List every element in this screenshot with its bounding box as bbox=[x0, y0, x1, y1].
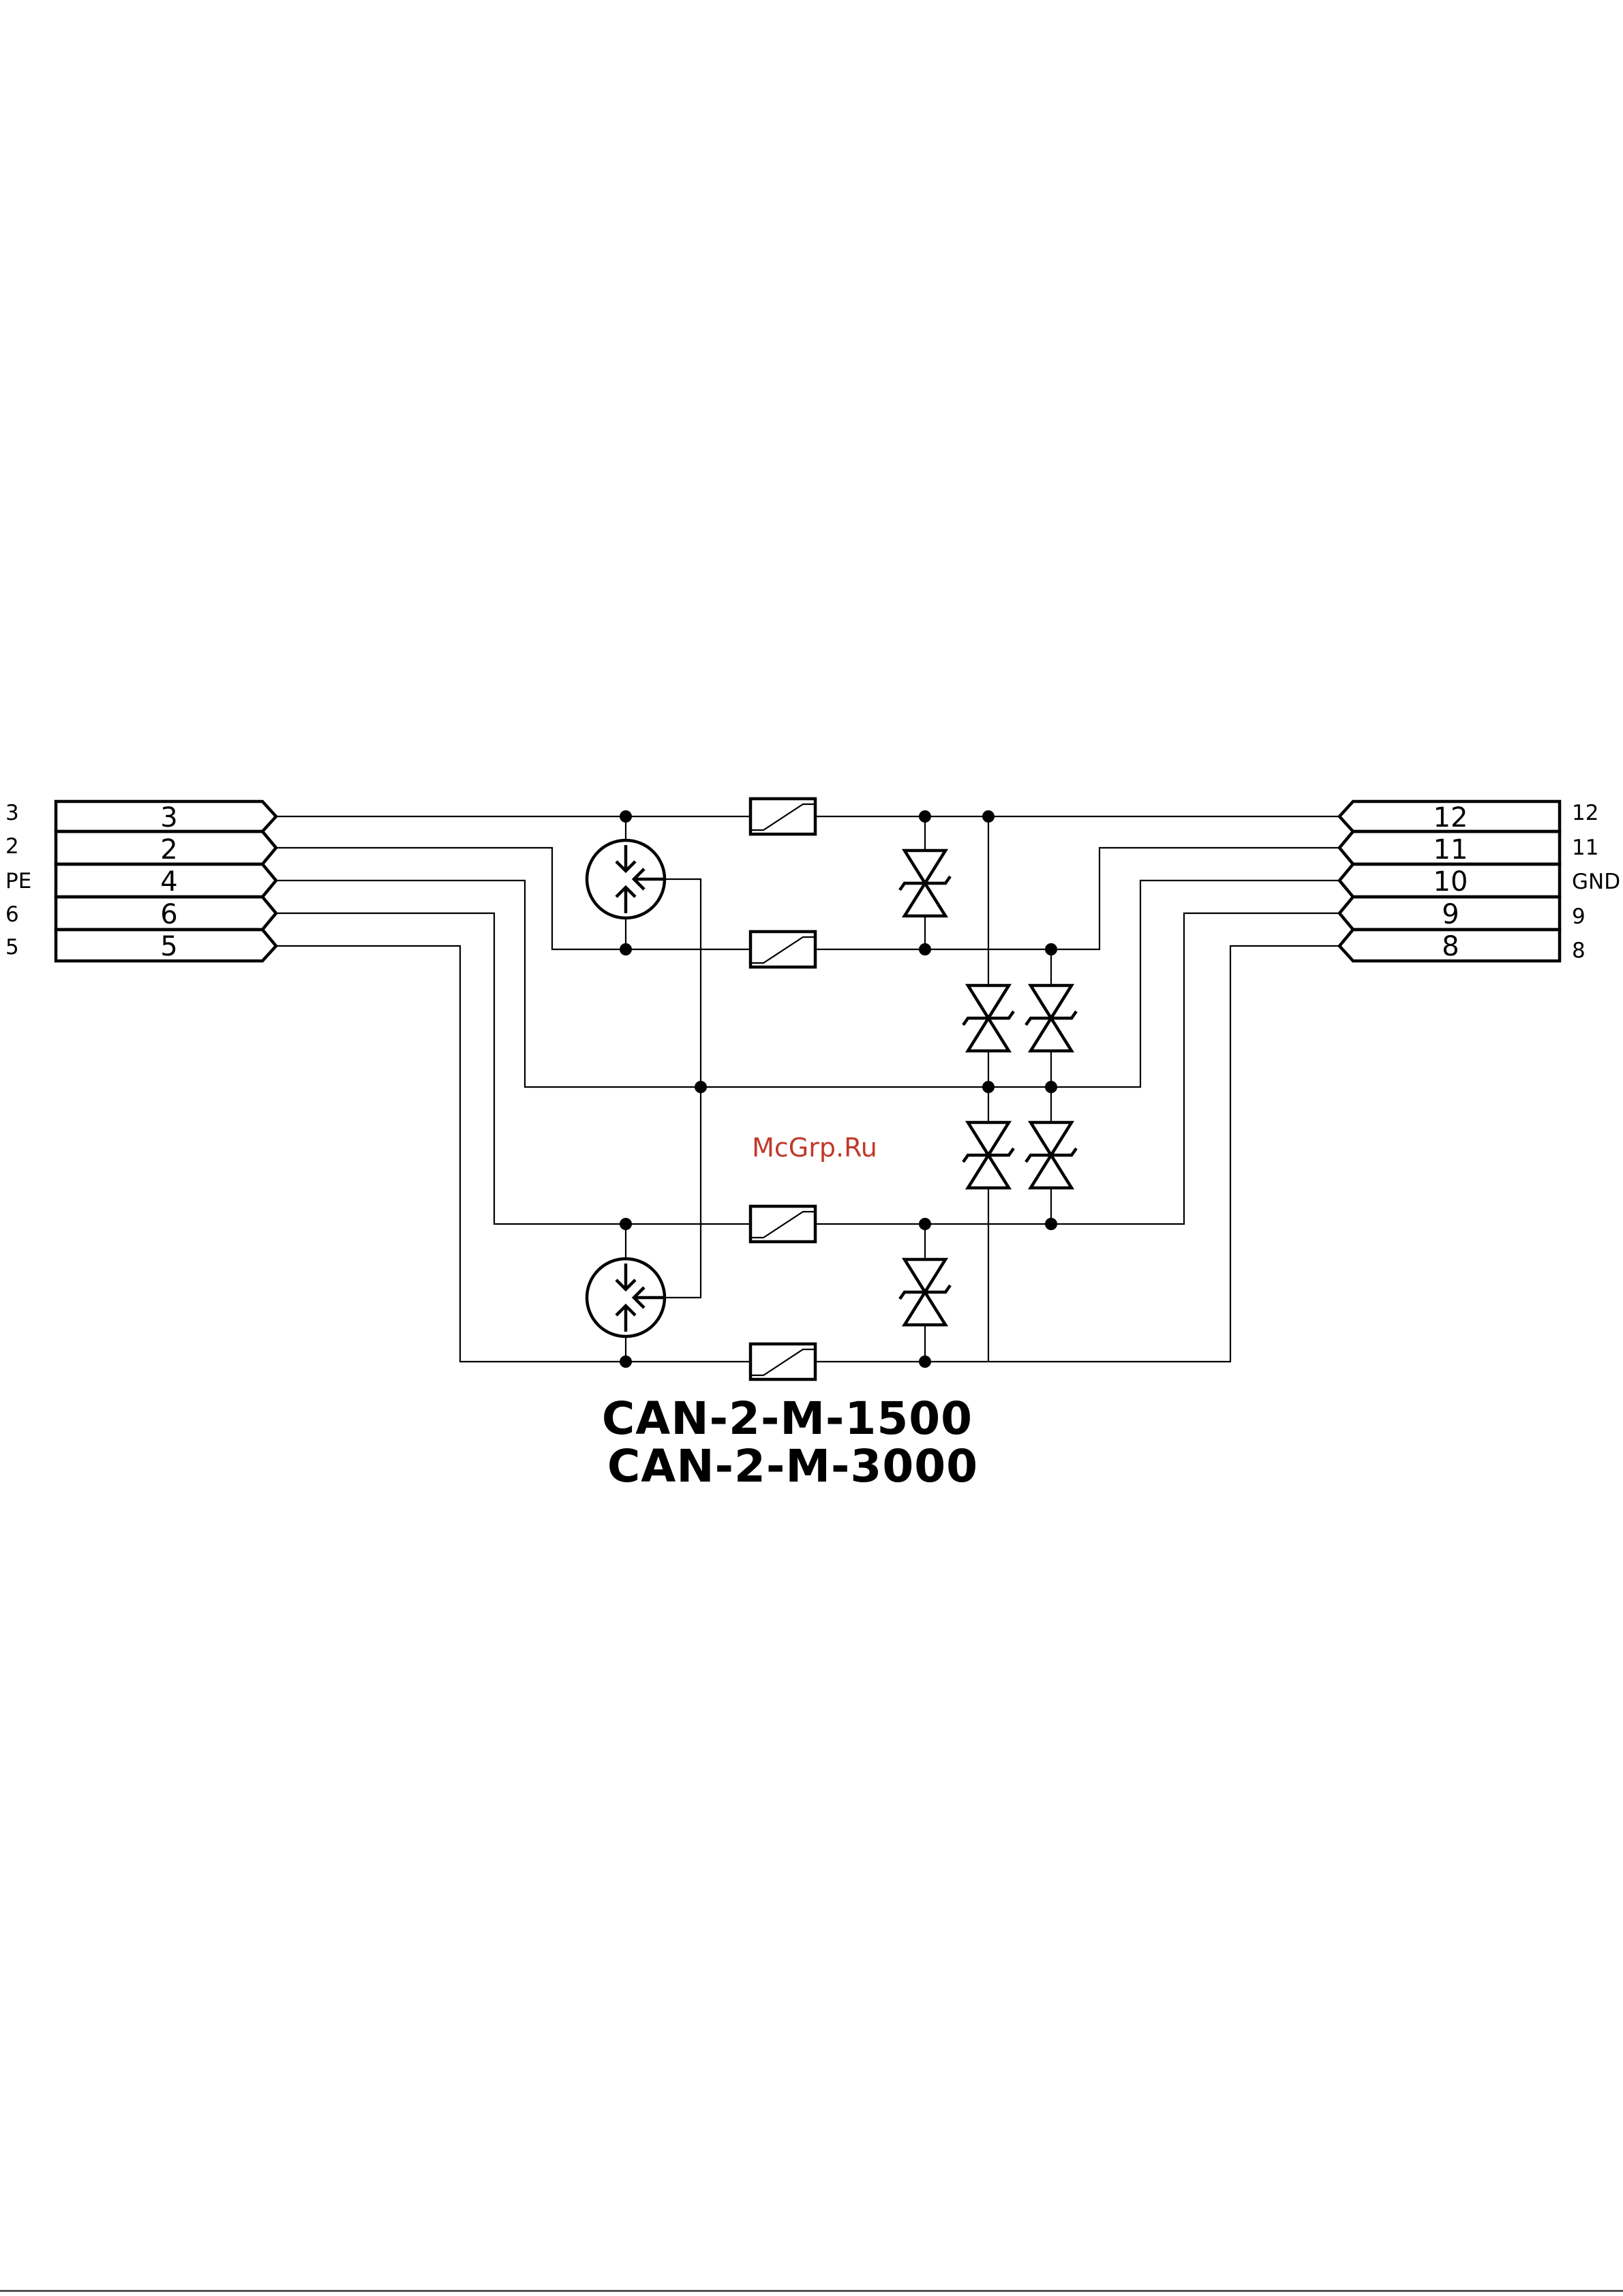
right-pin-label: 11 bbox=[1572, 836, 1598, 860]
gas-arresters bbox=[587, 840, 665, 1336]
left-terminal-number: 4 bbox=[160, 866, 177, 898]
model-title-2: CAN-2-M-3000 bbox=[607, 1440, 978, 1493]
tvs-diode-3 bbox=[1026, 985, 1076, 1051]
right-pin-label: 12 bbox=[1572, 801, 1598, 825]
right-terminal-number: 11 bbox=[1434, 834, 1468, 866]
left-terminal-number: 2 bbox=[160, 834, 177, 866]
tvs-diode-4 bbox=[963, 1122, 1014, 1188]
ptc-fuse-3 bbox=[750, 1206, 815, 1242]
junction-dots bbox=[620, 810, 1057, 1368]
wire-pe-to-gnd bbox=[276, 881, 1339, 1087]
page-bottom-border bbox=[0, 2290, 1623, 2292]
wire-pin6-to-pin9 bbox=[276, 913, 1339, 1224]
wires bbox=[276, 816, 1339, 1362]
right-terminal-number: 12 bbox=[1434, 802, 1468, 833]
right-terminal-1: 12 12 bbox=[1339, 801, 1598, 833]
arrester-ground-link bbox=[648, 879, 701, 1298]
left-terminal-number: 6 bbox=[160, 899, 177, 930]
left-pin-label: 5 bbox=[5, 935, 19, 960]
right-terminal-number: 10 bbox=[1434, 866, 1468, 898]
left-terminal-5: 5 5 bbox=[5, 930, 276, 962]
watermark-text: McGrp.Ru bbox=[752, 1133, 877, 1163]
left-terminal-4: 6 6 bbox=[5, 897, 276, 930]
right-pin-label: GND bbox=[1572, 870, 1620, 894]
right-pin-label: 9 bbox=[1572, 904, 1586, 929]
right-terminal-3: 10 GND bbox=[1339, 864, 1620, 898]
gas-arrester-bottom bbox=[587, 1259, 665, 1336]
model-title-1: CAN-2-M-1500 bbox=[602, 1392, 973, 1445]
ptc-fuse-2 bbox=[750, 932, 815, 967]
left-terminal-1: 3 3 bbox=[5, 801, 276, 833]
left-pin-label: PE bbox=[5, 869, 31, 893]
tvs-diode-6 bbox=[900, 1259, 950, 1325]
left-pin-label: 6 bbox=[5, 902, 19, 927]
right-terminal-4: 9 9 bbox=[1339, 897, 1586, 930]
left-terminal-3: 4 PE bbox=[5, 864, 276, 898]
gas-arrester-top bbox=[587, 840, 665, 918]
ptc-fuses bbox=[750, 799, 815, 1379]
right-terminal-5: 8 8 bbox=[1339, 930, 1586, 963]
tvs-diode-1 bbox=[900, 851, 950, 916]
left-pin-label: 3 bbox=[5, 801, 19, 825]
left-terminal-2: 2 2 bbox=[5, 831, 276, 866]
right-terminal-2: 11 11 bbox=[1339, 831, 1598, 866]
tvs-diode-2 bbox=[963, 985, 1014, 1051]
wire-pin2-to-pin11 bbox=[276, 848, 1339, 949]
right-terminal-number: 8 bbox=[1442, 931, 1459, 962]
right-pin-label: 8 bbox=[1572, 938, 1586, 963]
left-terminal-number: 5 bbox=[160, 931, 177, 962]
left-terminal-number: 3 bbox=[160, 802, 177, 833]
left-connector: 3 3 2 2 4 PE 6 6 5 5 bbox=[5, 801, 276, 962]
ptc-fuse-1 bbox=[750, 799, 815, 834]
tvs-diode-5 bbox=[1026, 1122, 1076, 1188]
ptc-fuse-4 bbox=[750, 1344, 815, 1379]
right-terminal-number: 9 bbox=[1442, 899, 1459, 930]
right-connector: 12 12 11 11 10 GND 9 9 8 8 bbox=[1339, 801, 1620, 963]
left-pin-label: 2 bbox=[5, 834, 19, 859]
